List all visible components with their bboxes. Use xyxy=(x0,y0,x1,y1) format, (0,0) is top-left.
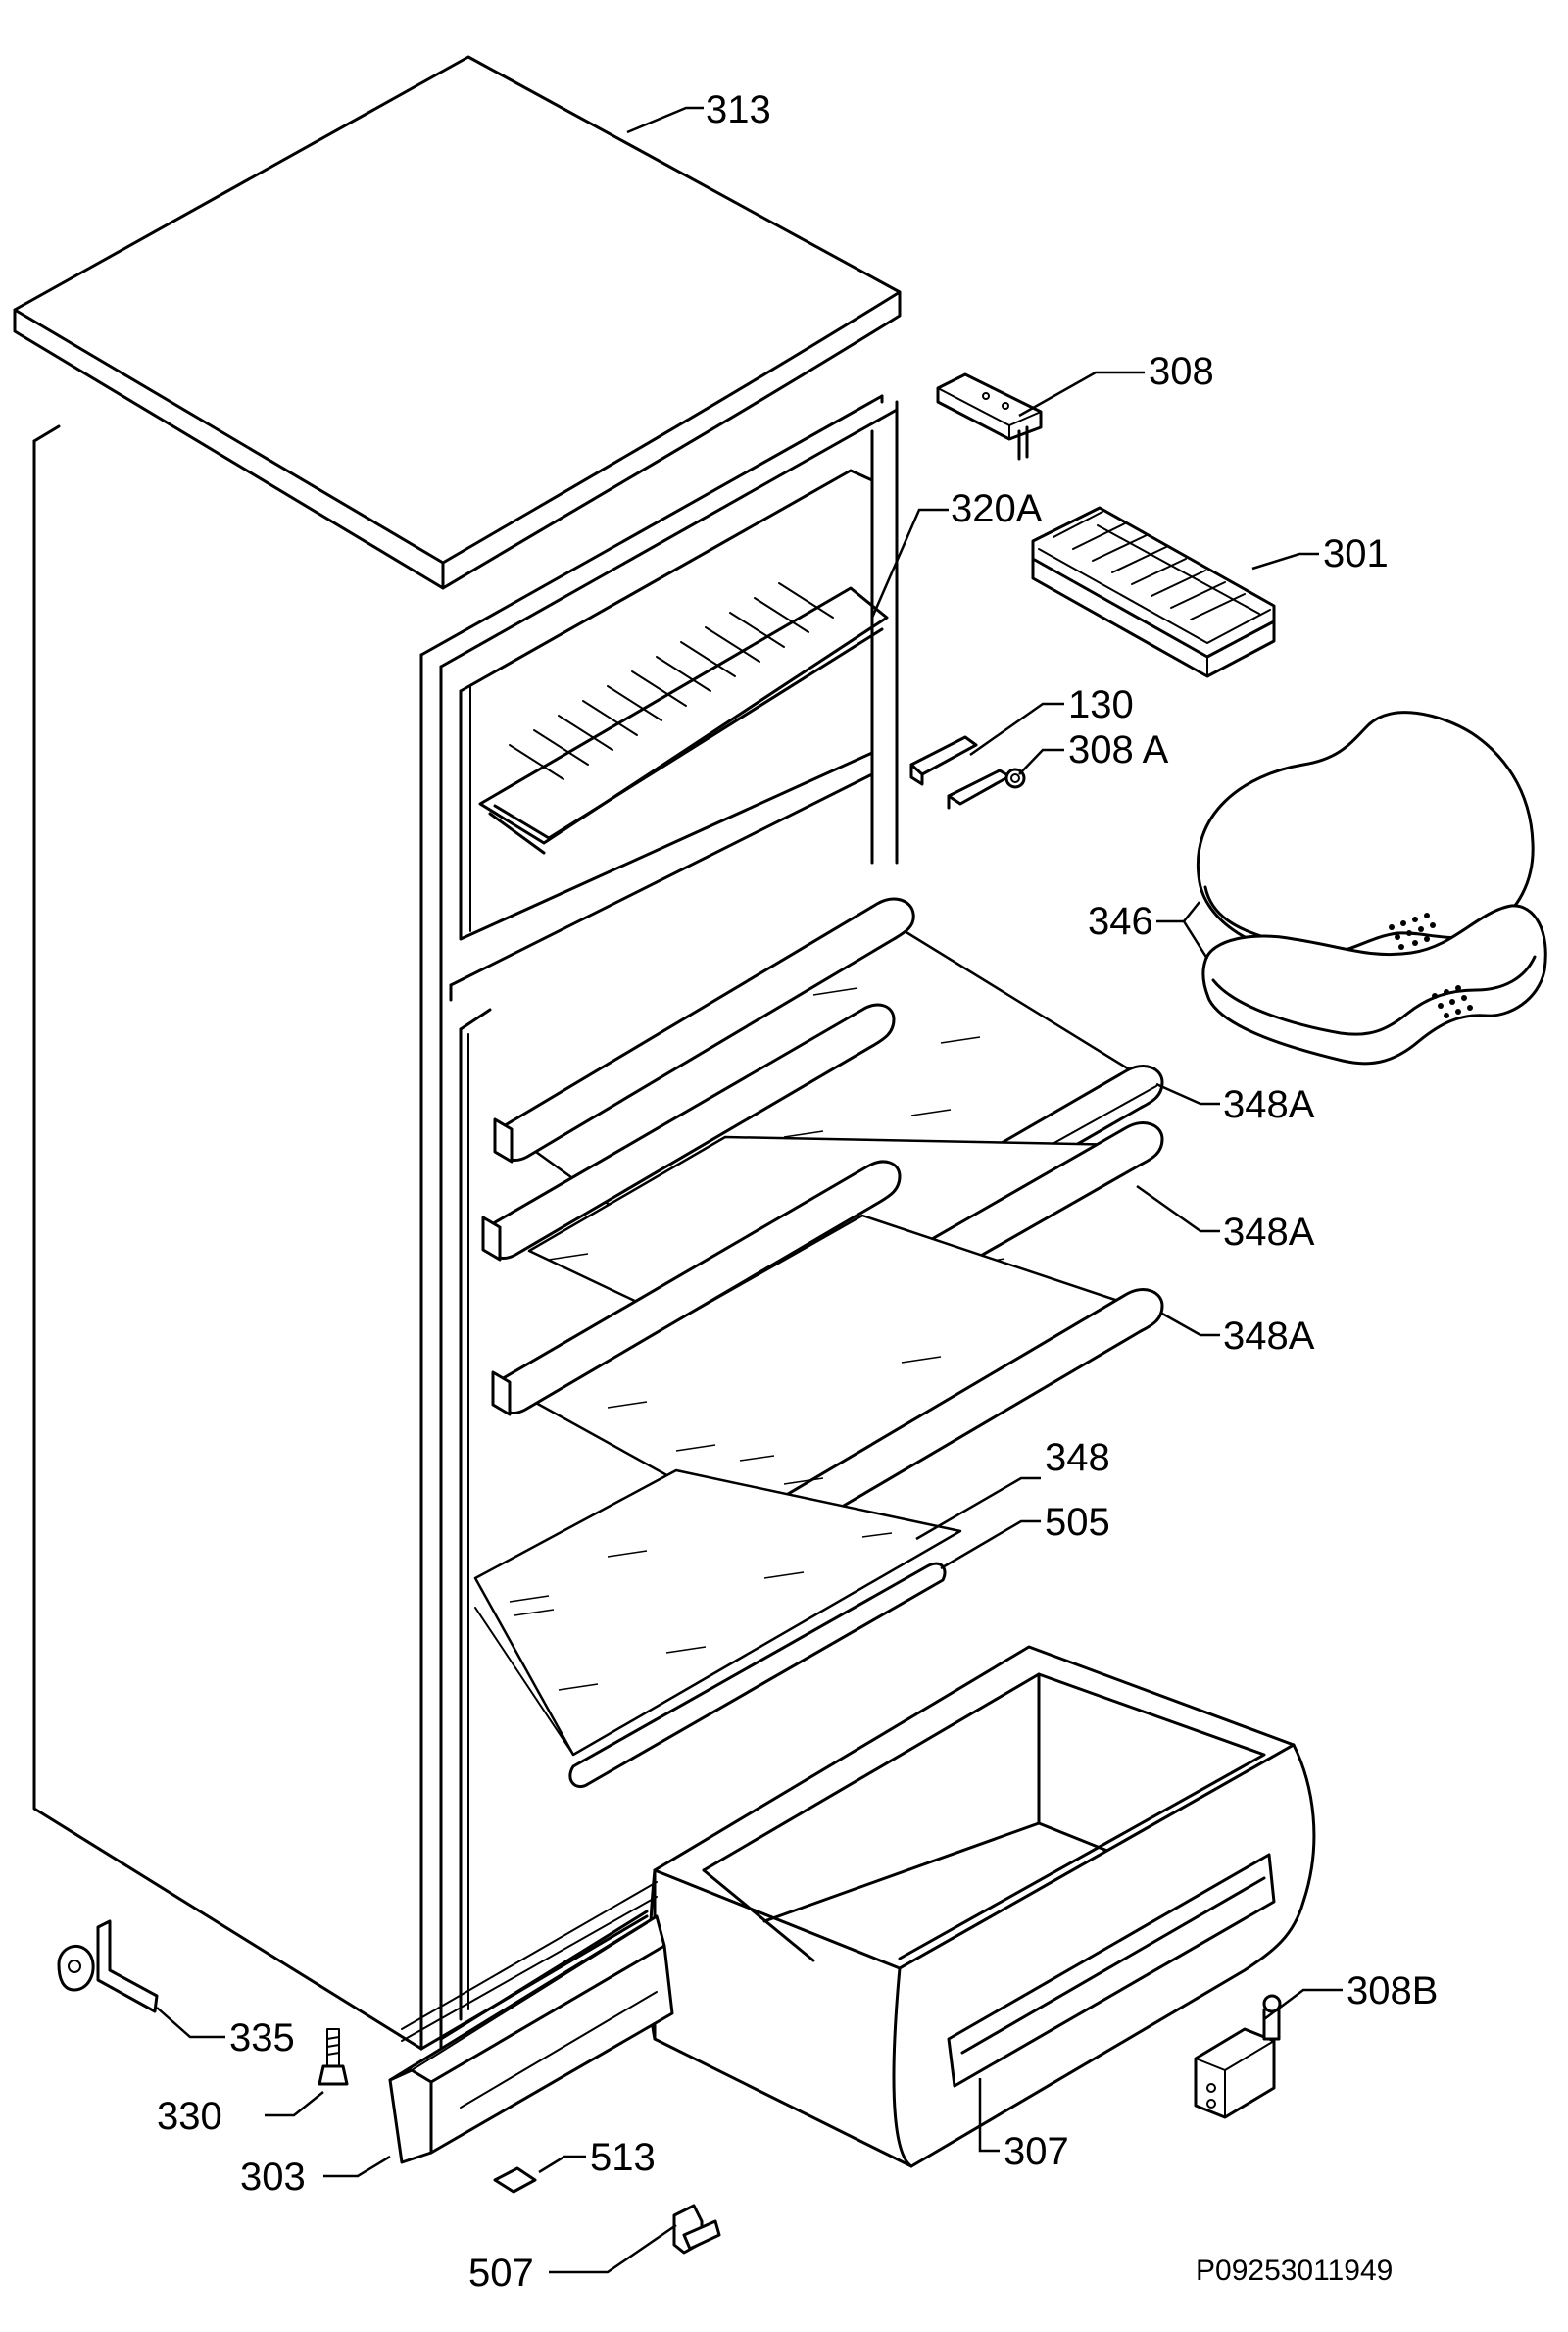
bracket-507 xyxy=(672,2204,721,2255)
top-cover xyxy=(13,55,902,590)
bottom-hinge-308b xyxy=(1194,1994,1282,2119)
top-hinge xyxy=(936,372,1043,461)
part-labels: 313 308 320A 301 130 308 A 346 348A 348A… xyxy=(157,88,1438,2295)
label-513: 513 xyxy=(590,2136,656,2179)
label-130: 130 xyxy=(1068,683,1134,726)
label-320a: 320A xyxy=(951,487,1043,530)
adjustable-foot-330 xyxy=(318,2028,349,2086)
label-330: 330 xyxy=(157,2095,222,2138)
label-308: 308 xyxy=(1149,350,1214,393)
label-308b: 308B xyxy=(1347,1969,1438,2012)
label-346: 346 xyxy=(1088,900,1153,943)
kick-plate-303 xyxy=(388,1881,674,2164)
ice-tray xyxy=(1031,506,1276,678)
label-301: 301 xyxy=(1323,532,1389,575)
hinge-308a xyxy=(947,768,1026,810)
butter-dish xyxy=(1197,711,1547,1066)
label-335: 335 xyxy=(229,2016,295,2059)
label-348a-top: 348A xyxy=(1223,1083,1315,1126)
cabinet-body xyxy=(32,394,899,2051)
hinge-bracket-335 xyxy=(57,1919,159,2013)
label-507: 507 xyxy=(468,2252,534,2295)
label-308a: 308 A xyxy=(1068,728,1169,771)
shelf-trim-505 xyxy=(568,1562,947,1789)
glass-shelf-348 xyxy=(473,1468,962,1757)
freezer-wire-shelf xyxy=(478,582,889,855)
label-307: 307 xyxy=(1004,2130,1069,2173)
clip-513 xyxy=(493,2166,537,2194)
glass-shelf-348a-bottom xyxy=(491,1160,1164,1554)
label-505: 505 xyxy=(1045,1501,1110,1544)
crisper-drawer xyxy=(648,1645,1316,2168)
label-348a-bottom: 348A xyxy=(1223,1315,1315,1358)
label-313: 313 xyxy=(706,88,771,131)
latch-130 xyxy=(909,735,978,786)
dish-perforations xyxy=(1389,913,1473,1018)
reference-code: P09253011949 xyxy=(1196,2255,1393,2287)
label-348: 348 xyxy=(1045,1436,1110,1479)
label-348a-middle: 348A xyxy=(1223,1211,1315,1254)
leader-lines xyxy=(156,106,1343,2274)
label-303: 303 xyxy=(240,2156,306,2199)
